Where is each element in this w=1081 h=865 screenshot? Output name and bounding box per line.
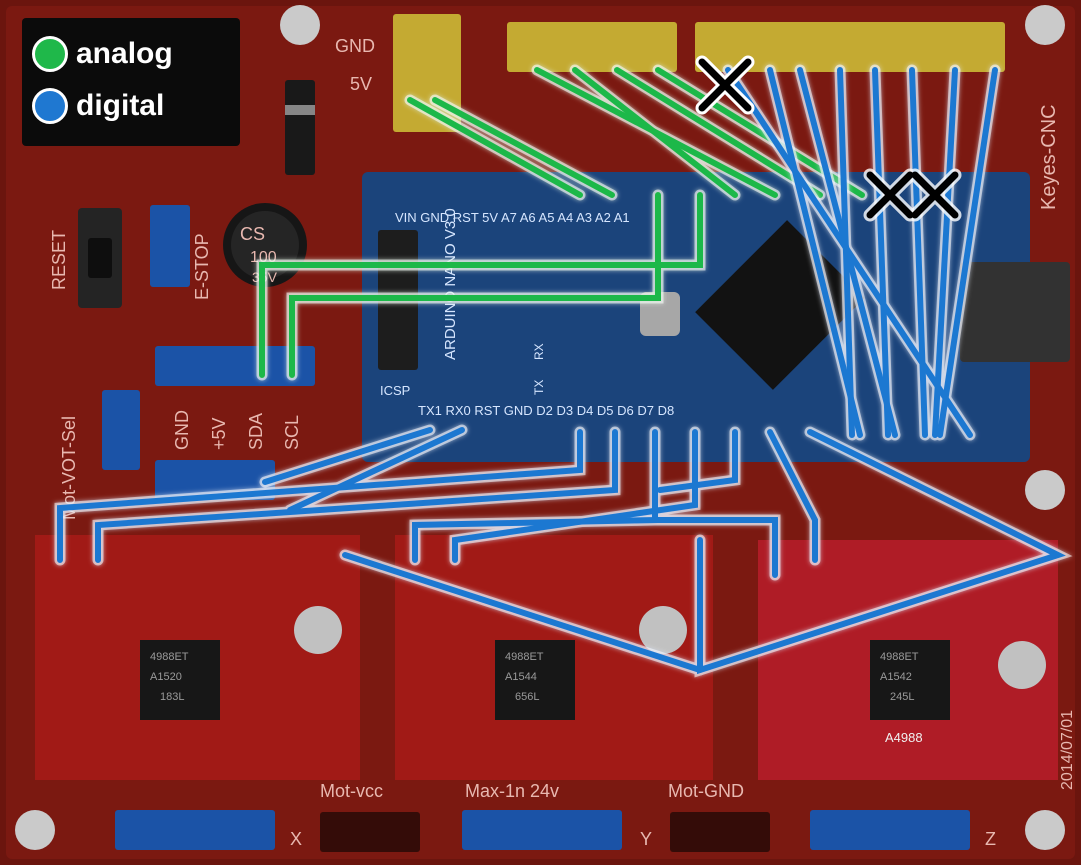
svg-text:245L: 245L [890,691,914,703]
scl-label: SCL [282,415,302,450]
nano-bottom-pins: TX1 RX0 RST GND D2 D3 D4 D5 D6 D7 D8 [418,403,674,418]
stepper-driver-x [35,535,360,780]
legend-digital: digital [32,88,164,124]
legend: analog digital [22,18,240,146]
svg-text:A1520: A1520 [150,671,182,683]
nano-labels: VIN GND RST 5V A7 A6 A5 A4 A3 A2 A1 TX1 … [380,208,674,418]
legend-analog: analog [32,36,173,72]
mot-gnd-terminal [670,812,770,852]
estop-header [150,205,190,287]
mount-hole [15,810,55,850]
stepper-driver-z [758,540,1058,780]
blue-dot-icon [32,88,68,124]
digital-wires [54,64,1073,678]
svg-text:183L: 183L [160,691,184,703]
digital-wire [767,67,863,438]
nano-top-pins: VIN GND RST 5V A7 A6 A5 A4 A3 A2 A1 [395,210,630,225]
digital-wire-d5 [452,429,698,563]
digital-wire [937,67,998,438]
cap-cs-label: CS [240,224,265,244]
analog-wire-sda [259,192,703,378]
svg-text:A1542: A1542 [880,671,912,683]
nano-name: ARDUINO NANO V3.0 [442,208,459,360]
mot-gnd-label: Mot-GND [668,781,744,801]
digital-wire-d4-branch [652,517,778,578]
max-in-label: Max-1n 24v [465,781,559,801]
z-axis-header [810,810,970,850]
digital-wire-d6 [657,429,738,493]
x-marks [695,55,962,222]
black-x-icon [866,171,959,219]
diode [285,80,315,175]
5v-left-label: +5V [209,417,229,450]
digital-wire [872,67,891,438]
x-axis-label: X [290,829,302,849]
mount-hole [280,5,320,45]
analog-wire-scl [289,192,661,378]
i2c-header [155,346,315,386]
x-axis-header [115,810,275,850]
analog-wire [407,97,583,198]
board-labels: GND 5V RESET E-STOP Mot-VOT-Sel GND +5V … [49,36,1076,849]
mot-vcc-terminal [320,812,420,852]
mot-vot-sel-label: Mot-VOT-Sel [59,416,79,520]
gnd-top-label: GND [335,36,375,56]
digital-wire [909,67,928,438]
estop-label: E-STOP [192,233,212,300]
driver-chip-labels: 4988ET A1520 183L 4988ET A1544 656L 4988… [150,651,923,745]
brand-label: Keyes-CNC [1038,104,1060,210]
green-dot-icon [32,36,68,72]
z-axis-label: Z [985,829,996,849]
rx-label: RX [532,343,546,360]
reset-label: RESET [49,230,69,290]
y-axis-header [462,810,622,850]
svg-text:A1544: A1544 [505,671,537,683]
mot-vot-header [102,390,140,470]
digital-wire-enable [342,552,703,673]
5v-top-label: 5V [350,74,372,94]
black-x-icon [698,58,752,112]
analog-wire [572,67,738,198]
y-axis-label: Y [640,829,652,849]
legend-digital-label: digital [76,89,165,122]
svg-text:4988ET: 4988ET [505,651,544,663]
digital-wire-d4 [412,429,658,563]
date-label: 2014/07/01 [1059,710,1076,790]
gnd-left-label: GND [172,410,192,450]
analog-wire [614,67,823,198]
mount-hole [1025,810,1065,850]
mount-hole [1025,470,1065,510]
svg-text:4988ET: 4988ET [150,651,189,663]
icsp-label: ICSP [380,383,410,398]
digital-wire-rx [287,427,465,513]
mot-vcc-label: Mot-vcc [320,781,383,801]
digital-wire-d7 [767,429,818,563]
digital-wire-d2 [57,429,583,563]
svg-text:656L: 656L [515,691,539,703]
digital-wire-d3 [95,429,618,563]
tx-label: TX [532,380,546,395]
digital-wire-tx [262,427,433,485]
mount-hole [1025,5,1065,45]
digital-wire [932,67,958,438]
svg-text:A4988: A4988 [885,730,923,745]
sda-label: SDA [246,413,266,450]
digital-wire [725,67,973,438]
digital-wire-d8 [697,429,1066,675]
analog-wire [432,97,615,198]
svg-text:4988ET: 4988ET [880,651,919,663]
legend-analog-label: analog [76,37,173,70]
